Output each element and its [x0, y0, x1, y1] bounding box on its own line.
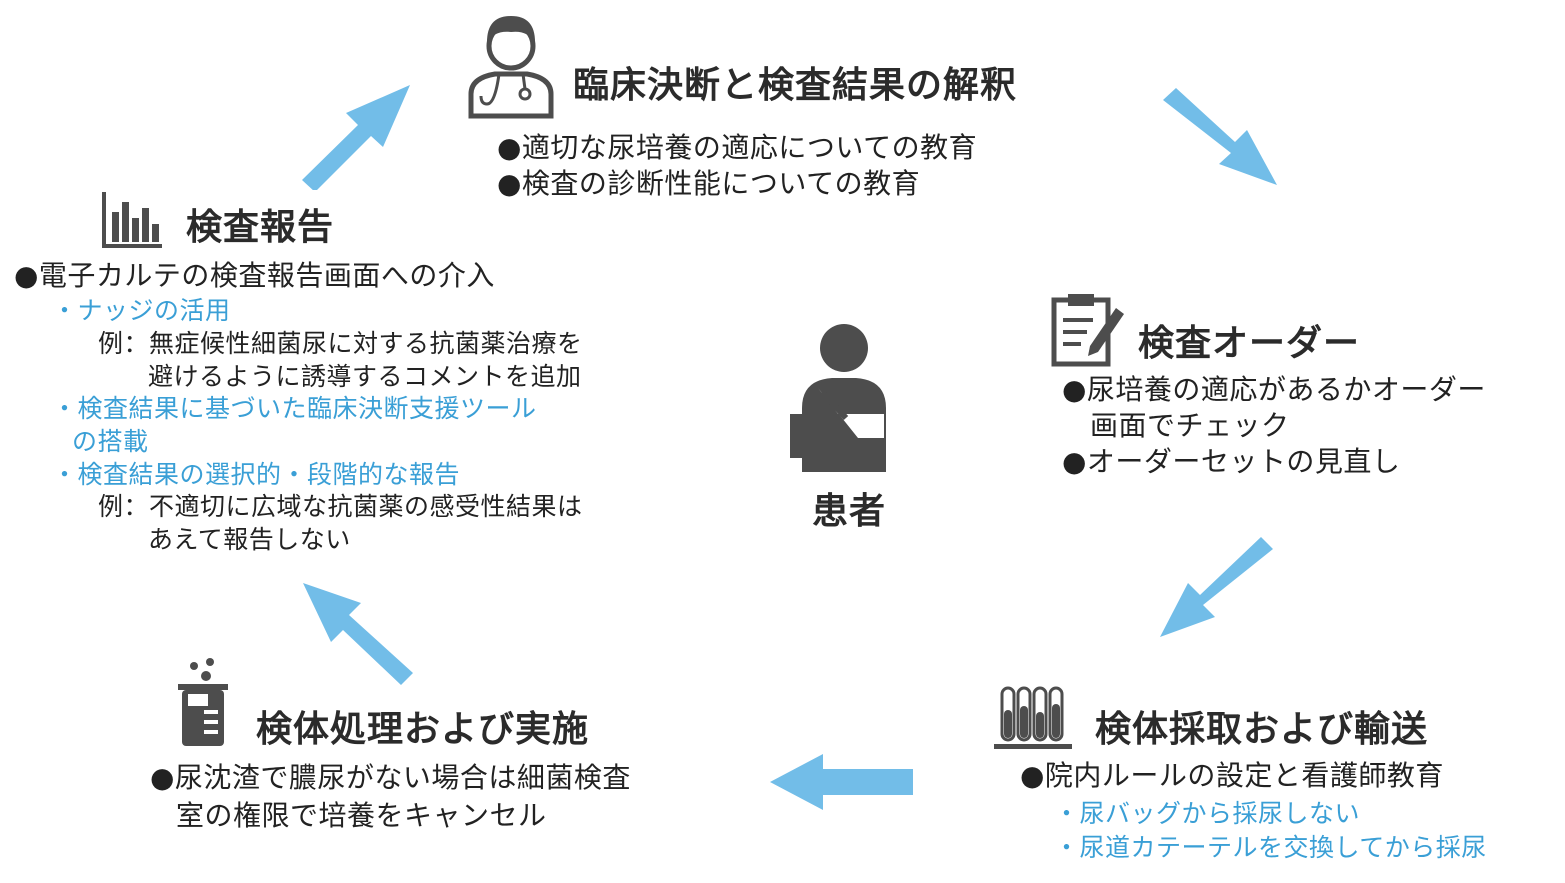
beaker-icon — [178, 658, 228, 746]
order-bullet-2: ●オーダーセットの見直し — [1062, 445, 1401, 478]
collection-sub-2: ・尿道カテーテルを交換してから採尿 — [1054, 833, 1487, 862]
collection-bullet-1: ●院内ルールの設定と看護師教育 — [1020, 759, 1444, 792]
report-bullet-1: ●電子カルテの検査報告画面への介入 — [14, 259, 495, 292]
arrow-clinical-to-order — [1163, 88, 1277, 185]
order-bullet-1-cont: 画面でチェック — [1090, 409, 1290, 442]
clinical-bullet-2: ●検査の診断性能についての教育 — [497, 167, 921, 200]
processing-bullet-1: ●尿沈渣で膿尿がない場合は細菌検査 — [150, 761, 631, 794]
order-bullet-1: ●尿培養の適応があるかオーダー — [1062, 373, 1486, 406]
report-cds-2: の搭載 — [72, 427, 149, 456]
report-nudge-example-2: 避けるように誘導するコメントを追加 — [148, 362, 582, 391]
report-selective-example-1: 例：不適切に広域な抗菌薬の感受性結果は — [98, 492, 583, 521]
test-tubes-icon — [994, 686, 1072, 749]
processing-title: 検体処理および実施 — [256, 709, 590, 750]
clinical-bullet-1: ●適切な尿培養の適応についての教育 — [497, 131, 978, 164]
report-selective-example-2: あえて報告しない — [148, 525, 351, 554]
arrow-collection-to-processing — [770, 754, 913, 810]
processing-bullet-1-cont: 室の権限で培養をキャンセル — [176, 799, 547, 832]
clipboard-icon — [1051, 294, 1124, 367]
arrow-order-to-collection — [1160, 537, 1273, 637]
report-nudge-example-1: 例：無症候性細菌尿に対する抗菌薬治療を — [98, 329, 583, 358]
order-title: 検査オーダー — [1138, 323, 1361, 364]
patient-icon — [790, 324, 886, 472]
report-cds-1: ・検査結果に基づいた臨床決断支援ツール — [52, 394, 537, 423]
bar-chart-icon — [102, 192, 162, 248]
collection-title: 検体採取および輸送 — [1095, 709, 1429, 750]
report-nudge: ・ナッジの活用 — [52, 296, 231, 325]
arrow-report-to-clinical — [302, 85, 410, 190]
arrow-processing-to-report — [303, 583, 413, 685]
doctor-icon — [468, 16, 554, 119]
patient-label: 患者 — [812, 491, 887, 532]
collection-sub-1: ・尿バッグから採尿しない — [1054, 799, 1361, 828]
clinical-title: 臨床決断と検査結果の解釈 — [573, 65, 1018, 106]
report-selective: ・検査結果の選択的・段階的な報告 — [52, 460, 461, 489]
report-title: 検査報告 — [186, 207, 335, 248]
